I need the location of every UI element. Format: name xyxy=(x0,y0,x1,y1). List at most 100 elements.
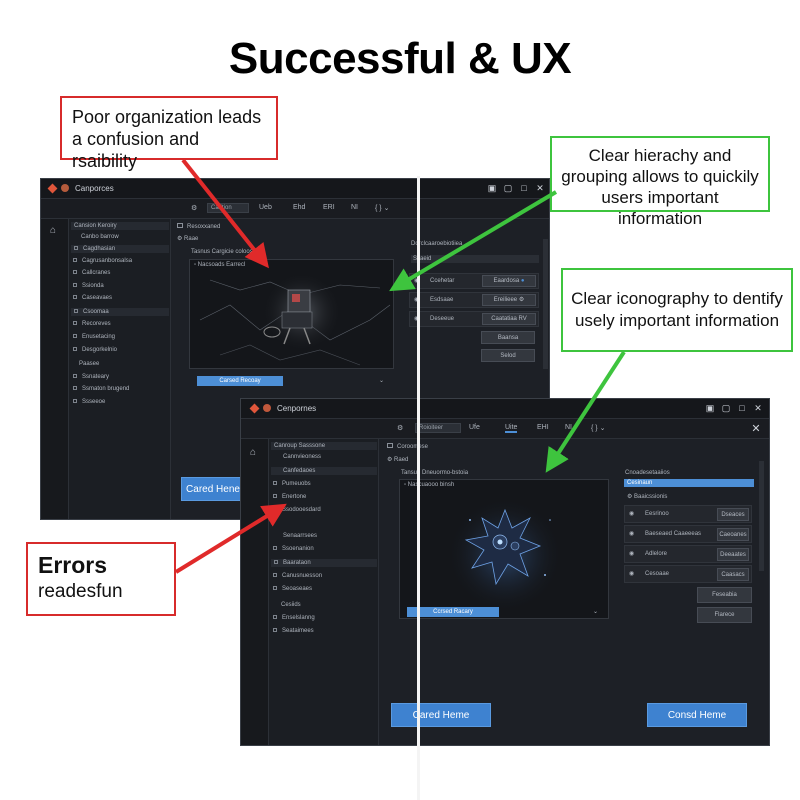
toolbar-field[interactable]: Roioiteer xyxy=(415,423,461,433)
robot-illustration xyxy=(199,272,391,366)
pane-row[interactable]: ⚙ Raed xyxy=(387,457,409,463)
sidebar-item[interactable]: Callcranes xyxy=(73,270,110,276)
scrollbar[interactable] xyxy=(543,239,548,369)
prop-button[interactable]: Dseaces xyxy=(717,508,749,521)
sidebar-item[interactable]: Ssodooesdard xyxy=(273,507,321,513)
nav-rail: ⌂ xyxy=(41,219,69,519)
settings-icon[interactable]: ⚙ xyxy=(191,205,198,212)
prop-button[interactable]: Deeaates xyxy=(717,548,749,561)
sidebar-item[interactable]: Canfedaoes xyxy=(271,467,377,475)
pane-tab[interactable]: Coroomese xyxy=(387,443,428,450)
sidebar-item[interactable]: Csoomaa xyxy=(71,308,169,316)
camera-icon[interactable]: ▣ xyxy=(487,183,497,193)
home-icon[interactable]: ⌂ xyxy=(50,225,57,236)
sidebar-item[interactable]: Enusetacing xyxy=(73,334,115,340)
prop-label: Eesrinoo xyxy=(645,511,669,517)
code-icon[interactable]: { } ⌄ xyxy=(375,205,390,212)
cta-button-left[interactable]: Cared Heme xyxy=(391,703,491,727)
sidebar-item[interactable]: Cagdhasian xyxy=(71,245,169,253)
nav-rail: ⌂ xyxy=(241,439,269,745)
prop-button[interactable]: Caatatiaa RV xyxy=(482,313,536,325)
sidebar-item[interactable]: Pumeuobs xyxy=(273,481,311,487)
minimize-button[interactable]: ▢ xyxy=(721,403,731,413)
scrollbar[interactable] xyxy=(759,461,764,571)
toolbar-item[interactable]: NI xyxy=(565,424,572,431)
canvas-button[interactable]: Carsed Recoay xyxy=(197,376,283,386)
canvas-button[interactable]: Ccrsed Racary xyxy=(407,607,499,617)
sidebar-item[interactable]: Ssionda xyxy=(73,283,104,289)
sidebar-item[interactable]: Ssmaton brugend xyxy=(73,386,129,392)
toolbar-item[interactable]: Ehd xyxy=(293,204,306,211)
extra-button[interactable]: Baansa xyxy=(481,331,535,344)
prop-label: Cesoaae xyxy=(645,571,670,577)
record-icon: ◉ xyxy=(629,551,635,557)
chevron-down-icon[interactable]: ⌄ xyxy=(593,609,599,615)
sidebar-item[interactable]: Seataimees xyxy=(273,628,314,634)
toolbar-item[interactable]: Ufe xyxy=(469,424,480,431)
pane-row[interactable]: ⚙ Raae xyxy=(177,236,199,242)
toolbar: ⚙ Roioiteer Ufe Uite EHI NI { } ⌄ ✕ xyxy=(241,419,769,439)
toolbar-item[interactable]: ERI xyxy=(323,204,335,211)
sidebar-item[interactable]: Enselslanng xyxy=(273,615,315,621)
canvas-subtitle: Tasnus Cargicie coloosios xyxy=(191,249,261,255)
chevron-down-icon[interactable]: ⌄ xyxy=(379,378,385,384)
toolbar: ⚙ Cadtion Ueb Ehd ERI NI { } ⌄ xyxy=(41,199,549,219)
prop-button[interactable]: Ereilieee ⚙ xyxy=(482,294,536,306)
sidebar-item[interactable]: Baarataon xyxy=(271,559,377,567)
sidebar: Cansion Keroiry Canbo barrow Cagdhasian … xyxy=(69,219,171,519)
preview-canvas[interactable]: ▫ Nascuaooo binsh xyxy=(399,479,609,619)
sidebar-item[interactable]: Cannvieoness xyxy=(283,454,322,460)
toolbar-item[interactable]: Uite xyxy=(505,424,518,433)
prop-button[interactable]: Caasacs xyxy=(717,568,749,581)
sidebar-item[interactable]: Canbo barrow xyxy=(81,234,119,240)
cta-button-right[interactable]: Consd Heme xyxy=(647,703,747,727)
callout-clear-iconography: Clear iconography to dentify usely impor… xyxy=(561,268,793,352)
sidebar-item[interactable]: Canusnuesson xyxy=(273,573,322,579)
sidebar-item[interactable]: Ssnateary xyxy=(73,374,109,380)
prop-row: ◉ Esdsaae Ereilieee ⚙ xyxy=(409,292,539,308)
close-panel-icon[interactable]: ✕ xyxy=(751,423,761,435)
prop-row: ◉ Adlelore Deeaates xyxy=(624,545,752,563)
extra-button[interactable]: Flarece xyxy=(697,607,752,623)
toolbar-field[interactable]: Cadtion xyxy=(207,203,249,213)
home-icon[interactable]: ⌂ xyxy=(250,447,257,458)
sidebar-item[interactable]: Enertone xyxy=(273,494,306,500)
sidebar-item[interactable]: Cesiids xyxy=(281,602,301,608)
gear-icon: ⚙ xyxy=(177,236,185,242)
pane-tab[interactable]: Resoxxaned xyxy=(177,223,220,230)
settings-icon[interactable]: ⚙ xyxy=(397,425,404,432)
app-title: Canporces xyxy=(75,184,114,193)
sidebar-item[interactable]: Paasee xyxy=(79,361,100,367)
prop-row: ◉ Deseeue Caatatiaa RV xyxy=(409,311,539,327)
camera-icon[interactable]: ▣ xyxy=(705,403,715,413)
sidebar-item[interactable]: Senaarrsees xyxy=(283,533,318,539)
preview-canvas[interactable]: ▫ Nacsoads Earrecl xyxy=(189,259,394,369)
prop-row: ◉ Eesrinoo Dseaces xyxy=(624,505,752,523)
toolbar-item[interactable]: NI xyxy=(351,204,358,211)
canvas-header: ▫ Nascuaooo binsh xyxy=(404,482,455,488)
canvas-subtitle: Tansuu Dneuormo-bstoia xyxy=(401,470,469,476)
props-section[interactable]: Cesinaun xyxy=(624,479,754,487)
sidebar-item[interactable]: Ssoenanion xyxy=(273,546,314,552)
toolbar-item[interactable]: EHI xyxy=(537,424,549,431)
sidebar-item[interactable]: Ssseeoe xyxy=(73,399,105,405)
sidebar-item[interactable]: Caseavaes xyxy=(73,295,112,301)
prop-button[interactable]: Eaardosa ● xyxy=(482,275,536,287)
prop-button[interactable]: Caeoanes xyxy=(717,528,749,541)
maximize-button[interactable]: □ xyxy=(521,183,527,193)
extra-button[interactable]: Selod xyxy=(481,349,535,362)
minimize-button[interactable]: ▢ xyxy=(503,183,513,193)
code-icon[interactable]: { } ⌄ xyxy=(591,425,606,432)
cta-button[interactable]: Cared Hene xyxy=(181,477,245,501)
maximize-button[interactable]: □ xyxy=(739,403,745,413)
toolbar-item[interactable]: Ueb xyxy=(259,204,272,211)
sidebar-item[interactable]: Recoreves xyxy=(73,321,111,327)
close-button[interactable]: ✕ xyxy=(754,403,762,413)
sidebar-item[interactable]: Seoaseaes xyxy=(273,586,312,592)
extra-button[interactable]: Feseabia xyxy=(697,587,752,603)
prop-label: Adlelore xyxy=(645,551,668,557)
sidebar-item[interactable]: Desgorkelnio xyxy=(73,347,117,353)
close-button[interactable]: ✕ xyxy=(536,183,544,193)
sidebar-item[interactable]: Cagrusanbonsalsa xyxy=(73,258,132,264)
title-bar: Canporces ▣ ▢ □ ✕ xyxy=(41,179,549,199)
